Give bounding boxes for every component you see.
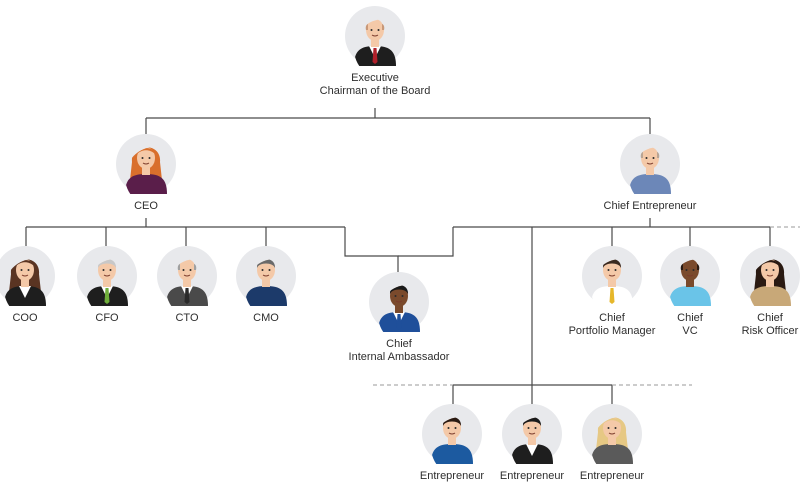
- node-cfo: CFO: [27, 246, 187, 325]
- cfo-icon: [77, 246, 137, 306]
- node-chief-vc: Chief VC: [610, 246, 770, 338]
- node-label: COO: [0, 312, 105, 325]
- label-line: Entrepreneur: [419, 470, 485, 482]
- node-label: Chief Internal Ambassador: [319, 338, 479, 364]
- label-line: Risk Officer: [741, 325, 799, 337]
- label-line: VC: [682, 325, 698, 337]
- entrepreneur-blonde-icon: [582, 404, 642, 464]
- node-entrepreneur-3: Entrepreneur: [532, 404, 692, 483]
- node-cmo: CMO: [186, 246, 346, 325]
- node-entrepreneur-1: Entrepreneur: [372, 404, 532, 483]
- connector-line: [344, 227, 399, 272]
- label-line: CTO: [175, 312, 199, 324]
- label-line: CEO: [134, 200, 158, 212]
- node-chief-internal-ambassador: Chief Internal Ambassador: [319, 272, 479, 364]
- label-line: Chief: [599, 312, 625, 324]
- node-ceo: CEO: [66, 134, 226, 213]
- node-label: Chief VC: [610, 312, 770, 338]
- node-label: Chief Portfolio Manager: [532, 312, 692, 338]
- label-line: Chairman of the Board: [319, 85, 431, 97]
- chief-portfolio-manager-icon: [582, 246, 642, 306]
- node-label: CMO: [186, 312, 346, 325]
- label-line: Entrepreneur: [579, 470, 645, 482]
- label-line: Chief: [386, 338, 412, 350]
- coo-icon: [0, 246, 55, 306]
- chief-entrepreneur-icon: [620, 134, 680, 194]
- node-cto: CTO: [107, 246, 267, 325]
- node-label: Executive Chairman of the Board: [295, 72, 455, 98]
- node-chief-risk-officer: Chief Risk Officer: [690, 246, 800, 338]
- node-label: Entrepreneur: [452, 470, 612, 483]
- label-line: Chief: [677, 312, 703, 324]
- label-line: Chief Entrepreneur: [603, 200, 697, 212]
- node-chief-portfolio-manager: Chief Portfolio Manager: [532, 246, 692, 338]
- chief-internal-ambassador-icon: [369, 272, 429, 332]
- label-line: Entrepreneur: [499, 470, 565, 482]
- label-line: Chief: [757, 312, 783, 324]
- label-line: CMO: [253, 312, 279, 324]
- node-executive-chairman: Executive Chairman of the Board: [295, 6, 455, 98]
- entrepreneur-glasses-icon: [422, 404, 482, 464]
- label-line: COO: [12, 312, 38, 324]
- node-label: CEO: [66, 200, 226, 213]
- executive-chairman-icon: [345, 6, 405, 66]
- ceo-icon: [116, 134, 176, 194]
- label-line: Portfolio Manager: [568, 325, 656, 337]
- node-label: Chief Entrepreneur: [570, 200, 730, 213]
- chief-vc-icon: [660, 246, 720, 306]
- node-entrepreneur-2: Entrepreneur: [452, 404, 612, 483]
- cmo-icon: [236, 246, 296, 306]
- chief-risk-officer-icon: [740, 246, 800, 306]
- node-coo: COO: [0, 246, 105, 325]
- entrepreneur-suit-icon: [502, 404, 562, 464]
- cto-icon: [157, 246, 217, 306]
- node-chief-entrepreneur: Chief Entrepreneur: [570, 134, 730, 213]
- node-label: Entrepreneur: [372, 470, 532, 483]
- label-line: Executive: [351, 72, 399, 84]
- node-label: Entrepreneur: [532, 470, 692, 483]
- node-label: Chief Risk Officer: [690, 312, 800, 338]
- label-line: Internal Ambassador: [348, 351, 450, 363]
- label-line: CFO: [95, 312, 119, 324]
- node-label: CFO: [27, 312, 187, 325]
- node-label: CTO: [107, 312, 267, 325]
- connector-line: [398, 227, 454, 257]
